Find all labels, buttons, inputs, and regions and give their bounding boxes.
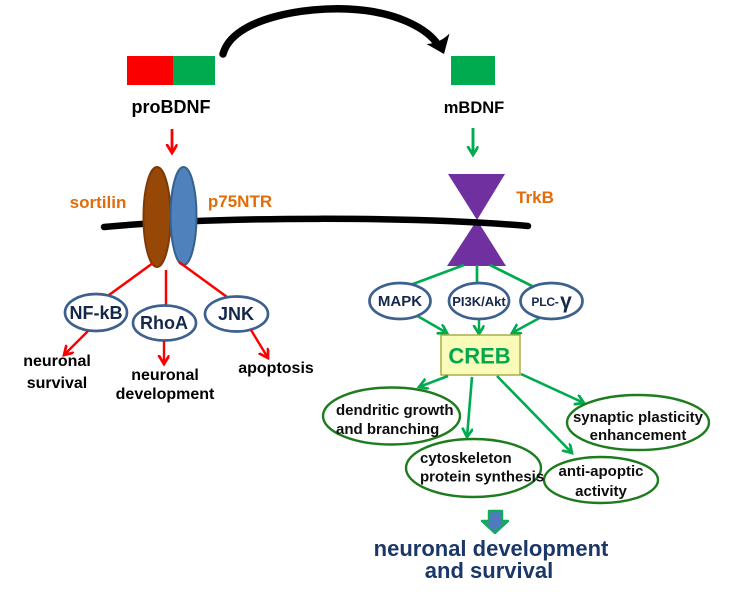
svg-text:neuronal: neuronal (23, 353, 91, 370)
svg-text:development: development (116, 386, 215, 403)
svg-text:protein synthesis: protein synthesis (420, 469, 544, 486)
svg-text:PLC-: PLC- (531, 295, 558, 309)
svg-text:anti-apoptic: anti-apoptic (559, 463, 644, 480)
svg-text:activity: activity (575, 483, 627, 500)
svg-text:neuronal: neuronal (131, 367, 199, 384)
svg-text:synaptic plasticity: synaptic plasticity (573, 409, 704, 426)
svg-text:RhoA: RhoA (140, 313, 188, 333)
svg-text:neuronal development: neuronal development (374, 536, 609, 561)
svg-text:and survival: and survival (425, 558, 553, 583)
svg-text:JNK: JNK (218, 304, 254, 324)
svg-text:mBDNF: mBDNF (444, 99, 505, 117)
svg-text:sortilin: sortilin (70, 193, 127, 212)
svg-text:cytoskeleton: cytoskeleton (420, 450, 512, 467)
svg-text:CREB: CREB (448, 344, 510, 369)
svg-text:apoptosis: apoptosis (238, 360, 314, 377)
svg-text:TrkB: TrkB (516, 188, 554, 207)
svg-text:proBDNF: proBDNF (132, 97, 211, 117)
svg-text:and branching: and branching (336, 421, 439, 438)
svg-text:PI3K/Akt: PI3K/Akt (452, 294, 506, 309)
svg-text:MAPK: MAPK (378, 293, 422, 310)
svg-text:enhancement: enhancement (590, 427, 687, 444)
svg-text:γ: γ (560, 290, 572, 313)
svg-text:survival: survival (27, 375, 87, 392)
svg-text:p75NTR: p75NTR (208, 192, 272, 211)
svg-text:dendritic growth: dendritic growth (336, 402, 454, 419)
svg-text:NF-kB: NF-kB (70, 303, 123, 323)
